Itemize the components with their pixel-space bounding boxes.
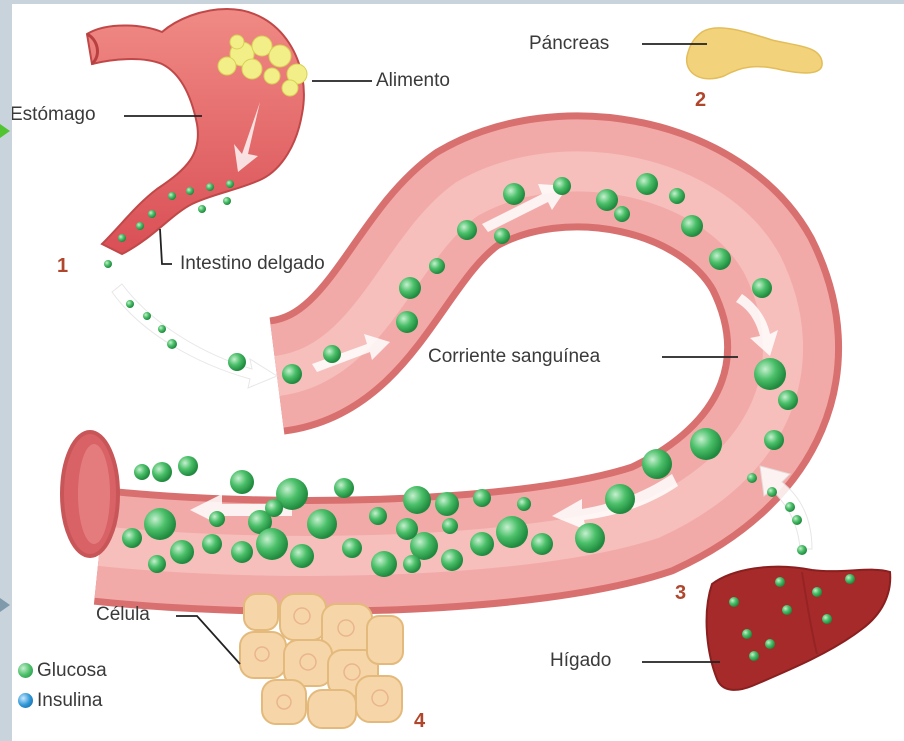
glucose-diagram xyxy=(12,4,904,741)
label-pancreas: Páncreas xyxy=(529,33,609,55)
pancreas xyxy=(687,28,822,79)
glucose-legend-icon xyxy=(18,663,33,678)
label-alimento: Alimento xyxy=(376,70,450,92)
number-4: 4 xyxy=(414,710,425,733)
intestine-arrow xyxy=(112,284,277,388)
left-edge-arrow-green xyxy=(0,124,10,138)
legend-item-insulina: Insulina xyxy=(18,690,107,720)
number-3: 3 xyxy=(675,582,686,605)
number-2: 2 xyxy=(695,89,706,112)
liver xyxy=(707,567,891,690)
legend-label-insulina: Insulina xyxy=(37,690,103,711)
number-1: 1 xyxy=(57,255,68,278)
diagram-canvas: Estómago Alimento Intestino delgado Pánc… xyxy=(12,4,904,741)
label-intestino: Intestino delgado xyxy=(180,253,325,275)
insulin-legend-icon xyxy=(18,693,33,708)
label-celula: Célula xyxy=(96,604,150,626)
legend-item-glucosa: Glucosa xyxy=(18,660,107,690)
label-estomago: Estómago xyxy=(12,104,96,126)
legend-label-glucosa: Glucosa xyxy=(37,660,107,681)
legend: Glucosa Insulina xyxy=(18,660,107,720)
left-edge-arrow-gray xyxy=(0,598,10,612)
label-higado: Hígado xyxy=(550,650,611,672)
label-corriente: Corriente sanguínea xyxy=(428,346,600,368)
